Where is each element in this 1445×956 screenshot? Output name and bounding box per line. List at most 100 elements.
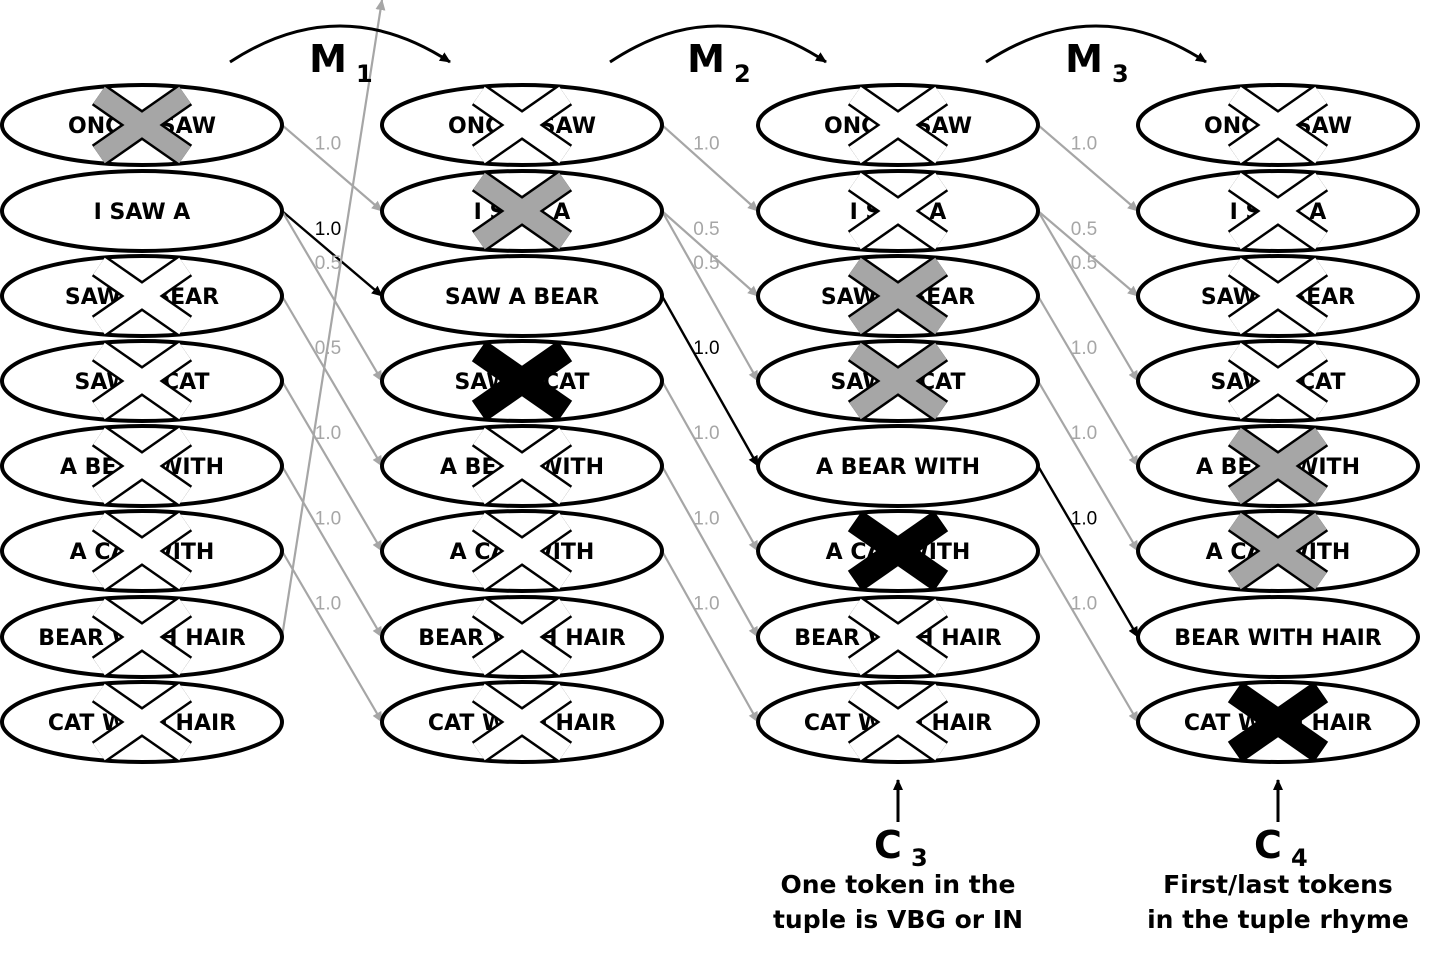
edge-weight-label: 1.0	[315, 0, 341, 5]
node-bear-with-hair: BEAR WITH HAIR	[0, 595, 284, 679]
transition-subscript: 1	[356, 60, 373, 88]
cross-icon	[471, 170, 573, 252]
edge: 0.5	[661, 210, 759, 382]
cross-bar-fill	[1229, 86, 1327, 164]
edge-line	[661, 465, 759, 638]
cross-icon	[847, 596, 949, 678]
cross-icon	[847, 681, 949, 763]
cross-bar-fill	[93, 342, 191, 420]
edges: 1.01.00.50.51.01.01.01.01.00.50.51.01.01…	[280, 0, 1140, 723]
cross-icon	[847, 84, 949, 166]
constraint-description-line: First/last tokens	[1163, 870, 1393, 899]
edge-line	[1037, 210, 1139, 297]
cross-icon	[1227, 84, 1329, 166]
edge-weight-label: 1.0	[693, 423, 719, 444]
cross-icon	[471, 596, 573, 678]
cross-bar-fill	[849, 683, 947, 761]
cross-icon	[1227, 255, 1329, 337]
cross-icon	[91, 510, 193, 592]
cross-bar-fill	[1229, 257, 1327, 335]
edge-line	[281, 550, 383, 723]
edge-line	[281, 124, 383, 212]
edge-line	[1037, 550, 1139, 723]
edge: 0.5	[1037, 210, 1139, 297]
cross-icon	[847, 510, 949, 592]
edge: 1.0	[1037, 550, 1139, 723]
transition-label: M	[687, 37, 725, 81]
cross-bar-fill	[93, 257, 191, 335]
edge: 1.0	[661, 380, 759, 552]
node-label: A BEAR WITH	[816, 455, 980, 480]
node-ellipse	[1136, 595, 1420, 679]
node-bear-with-hair: BEAR WITH HAIR	[756, 595, 1040, 679]
edge-line	[281, 380, 383, 552]
node-saw-a-cat: SAW A CAT	[380, 339, 664, 423]
node-a-cat-with: A CAT WITH	[1136, 509, 1420, 593]
edge-weight-label: 1.0	[693, 593, 719, 614]
edge-line	[281, 210, 383, 297]
cross-bar-fill	[93, 427, 191, 505]
edge: 0.5	[281, 210, 383, 382]
cross-bar-fill	[93, 683, 191, 761]
node-bear-with-hair: BEAR WITH HAIR	[1136, 595, 1420, 679]
edge-line	[281, 210, 383, 382]
cross-bar-fill	[1229, 683, 1327, 761]
edge: 1.0	[281, 465, 383, 638]
node-cat-with-hair: CAT WITH HAIR	[1136, 680, 1420, 764]
edge-line	[1036, 465, 1140, 638]
transition-subscript: 3	[1112, 60, 1129, 88]
constraint-description-line: in the tuple rhyme	[1147, 905, 1409, 934]
edge-line	[280, 0, 386, 638]
transition-subscript: 2	[734, 60, 751, 88]
cross-bar-fill	[1229, 342, 1327, 420]
edge: 1.0	[1036, 465, 1140, 638]
node-saw-a-cat: SAW A CAT	[756, 339, 1040, 423]
cross-bar-fill	[473, 598, 571, 676]
constraint-label: C	[1254, 823, 1282, 867]
constraint-subscript: 3	[911, 844, 928, 872]
node-a-bear-with: A BEAR WITH	[0, 424, 284, 508]
cross-icon	[91, 255, 193, 337]
cross-bar-fill	[849, 598, 947, 676]
cross-bar-fill	[93, 598, 191, 676]
cross-bar-fill	[473, 683, 571, 761]
edge: 1.0	[661, 124, 759, 212]
constraint-description-line: tuple is VBG or IN	[773, 905, 1023, 934]
cross-bar-fill	[473, 342, 571, 420]
node-saw-a-bear: SAW A BEAR	[1136, 254, 1420, 338]
transition-arrow	[229, 24, 451, 64]
cross-bar-fill	[1229, 172, 1327, 250]
edge: 1.0	[281, 380, 383, 552]
edge-weight-label: 0.5	[1071, 253, 1097, 274]
node-i-saw-a: I SAW A	[0, 169, 284, 253]
node-i-saw-a: I SAW A	[380, 169, 664, 253]
edge-weight-label: 0.5	[693, 219, 719, 240]
edge-weight-label: 1.0	[315, 219, 341, 240]
cross-bar-fill	[849, 512, 947, 590]
cross-icon	[1227, 340, 1329, 422]
constraint-label: C	[874, 823, 902, 867]
edge: 1.0	[661, 550, 759, 723]
edge-weight-label: 1.0	[315, 593, 341, 614]
edge-weight-label: 0.5	[1071, 219, 1097, 240]
edge-weight-label: 1.0	[315, 508, 341, 529]
edge: 1.0	[661, 465, 759, 638]
node-ellipse	[756, 424, 1040, 508]
cross-icon	[471, 425, 573, 507]
cross-bar-fill	[473, 172, 571, 250]
edge-line	[1037, 124, 1139, 212]
edge-weight-label: 1.0	[693, 338, 719, 359]
edge: 0.5	[661, 210, 759, 297]
cross-bar-fill	[849, 172, 947, 250]
cross-icon	[91, 596, 193, 678]
cross-icon	[847, 340, 949, 422]
node-label: SAW A BEAR	[445, 285, 599, 310]
transition-label: M	[309, 37, 347, 81]
edge-line	[281, 295, 383, 467]
